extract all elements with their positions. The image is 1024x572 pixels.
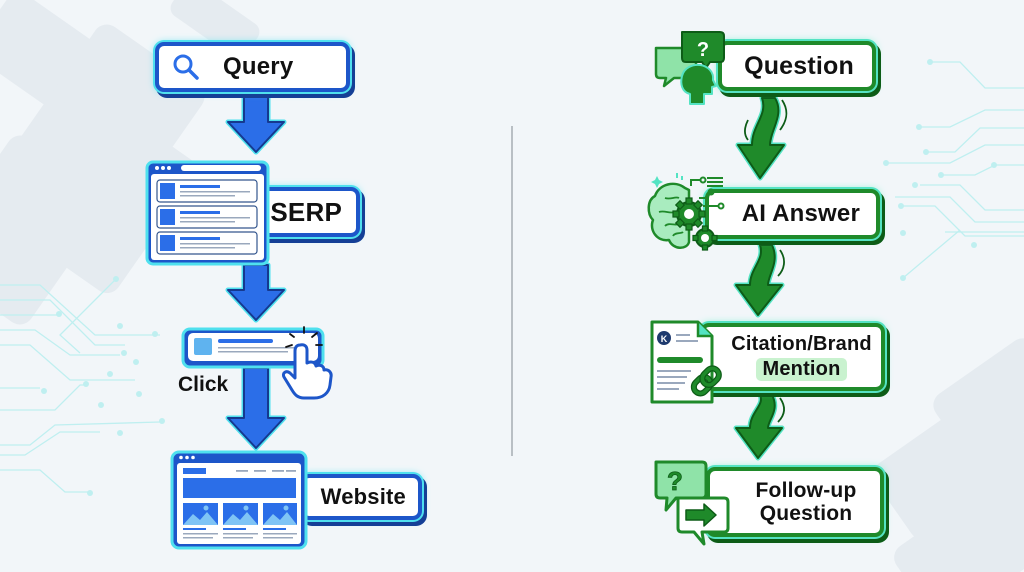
follow-up-question-mark: ?: [667, 466, 683, 496]
serp-result-2: [156, 205, 258, 229]
brain-gears-icon: [647, 173, 725, 251]
chat-question-arrow-icon: ?: [654, 460, 730, 546]
circuit-lines-left: [0, 279, 161, 493]
step-follow-up-label-line1: Follow-up: [755, 479, 857, 502]
website-card-1: [183, 503, 218, 539]
step-citation-label-line2: Mention: [756, 358, 847, 381]
serp-result-3: [156, 231, 258, 255]
circuit-nodes-right: [883, 59, 997, 281]
search-icon: [173, 54, 199, 80]
step-question-label: Question: [744, 51, 854, 80]
step-ai-answer: AI Answer: [705, 189, 880, 239]
step-citation-label-line1: Citation/Brand: [731, 333, 872, 355]
step-follow-up-label-line2: Question: [759, 502, 853, 525]
right-arrow-glyph: [685, 503, 717, 527]
gear-small: [692, 225, 718, 251]
brand-logo: [657, 331, 671, 345]
circuit-lines-right: [885, 61, 1024, 279]
website-card-3: [263, 503, 297, 539]
step-query: Query: [155, 42, 350, 92]
flow-divider: [511, 126, 513, 456]
website-card-2: [223, 503, 258, 539]
circuit-traces: [690, 176, 725, 210]
document-link-icon: K: [650, 320, 722, 404]
step-serp-label: SERP: [270, 196, 342, 227]
serp-result-1: [156, 179, 258, 203]
circuit-nodes-left: [41, 276, 165, 496]
pointer-hand-click-icon: [181, 326, 333, 400]
question-mark-glyph: ?: [697, 39, 709, 61]
step-website: Website: [300, 474, 422, 520]
step-query-label: Query: [223, 53, 294, 80]
sparkle-dots: [651, 173, 683, 188]
step-ai-answer-label: AI Answer: [741, 200, 860, 227]
brand-logo-glyph: K: [661, 334, 668, 344]
serp-results-page-icon: [145, 160, 270, 266]
chain-link: [690, 365, 722, 397]
gear-large: [672, 197, 706, 231]
step-click-label: Click: [178, 373, 229, 396]
website-page-icon: [170, 450, 308, 550]
chat-question-head-icon: ?: [654, 31, 725, 105]
step-website-label: Website: [320, 484, 406, 509]
step-follow-up: Follow-up Question: [706, 467, 884, 537]
step-question: Question: [718, 41, 876, 91]
step-citation: Citation/Brand Mention: [700, 323, 885, 391]
